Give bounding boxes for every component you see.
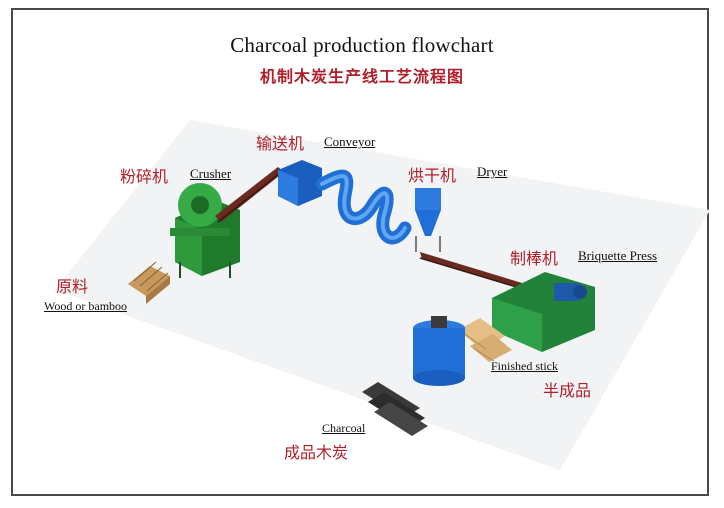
stick-label-en: Finished stick [491, 359, 559, 373]
stick-label-zh: 半成品 [543, 383, 592, 400]
crusher-label-en: Crusher [190, 166, 232, 181]
crusher-label-zh: 粉碎机 [120, 169, 169, 186]
feeder-box [278, 160, 322, 206]
dryer-duct [315, 169, 412, 245]
conveyor-label-zh: 输送机 [256, 136, 305, 153]
charcoal-label-en: Charcoal [322, 421, 366, 435]
conveyor-2 [419, 252, 524, 290]
charcoal-label-zh: 成品木炭 [284, 445, 349, 462]
conveyor-1 [215, 167, 284, 223]
wood-pile [128, 261, 170, 304]
finished-sticks [458, 318, 512, 362]
conveyor-label-en: Conveyor [324, 134, 376, 149]
carbonization-furnace [413, 316, 465, 386]
dryer-label-en: Dryer [477, 164, 508, 179]
raw-material-label-zh: 原料 [56, 279, 89, 296]
diagram-subtitle: 机制木炭生产线工艺流程图 [259, 69, 464, 86]
press-label-en: Briquette Press [578, 248, 658, 263]
charcoal-logs [362, 382, 428, 436]
press-label-zh: 制棒机 [510, 251, 559, 268]
cyclone-separator [415, 188, 441, 252]
dryer-label-zh: 烘干机 [408, 168, 457, 185]
raw-material-label-en: Wood or bamboo [44, 299, 128, 313]
diagram-title: Charcoal production flowchart [230, 33, 494, 57]
briquette-press [492, 272, 595, 352]
